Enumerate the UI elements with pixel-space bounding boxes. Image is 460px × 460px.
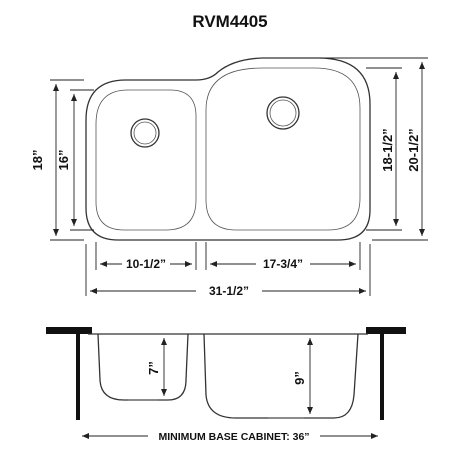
left-basin-profile <box>97 333 189 401</box>
top-view: 18” 16” 18-1/2” 20-1/2” 10-1/2” 17-3/4” … <box>30 57 428 298</box>
right-bowl-height-label: 18-1/2” <box>380 128 395 171</box>
right-bowl <box>205 67 361 231</box>
sink-outline <box>85 57 371 241</box>
right-bowl-width-label: 17-3/4” <box>263 257 303 271</box>
model-title: RVM4405 <box>192 12 267 31</box>
left-bowl-width-label: 10-1/2” <box>126 257 166 271</box>
left-bowl-height-label: 16” <box>56 150 71 171</box>
overall-width-label: 31-1/2” <box>209 284 249 298</box>
cabinet-wall-left <box>76 334 80 420</box>
right-basin-profile <box>203 333 359 419</box>
cabinet-wall-right <box>380 334 384 420</box>
right-depth-label: 9” <box>292 371 307 385</box>
countertop-right <box>366 327 406 334</box>
countertop-left <box>46 327 92 334</box>
right-overall-height-label: 20-1/2” <box>406 128 421 171</box>
overall-height-label: 18” <box>30 150 45 171</box>
side-view: 7” 9” MINIMUM BASE CABINET: 36” <box>46 327 406 443</box>
right-drain-inner <box>269 99 297 127</box>
cabinet-label: MINIMUM BASE CABINET: 36” <box>158 431 309 443</box>
left-drain-inner <box>133 121 157 145</box>
left-depth-label: 7” <box>146 361 161 375</box>
right-drain <box>266 96 300 130</box>
left-bowl <box>95 89 197 231</box>
left-drain <box>130 118 160 148</box>
